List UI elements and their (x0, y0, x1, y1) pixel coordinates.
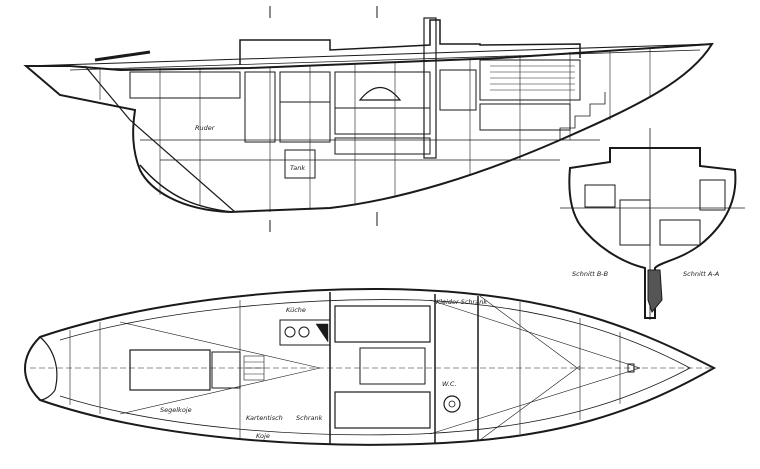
cockpit (129, 349, 211, 391)
label-cupboard: Schrank (296, 414, 323, 422)
label-tank: Tank (290, 164, 305, 172)
section-keel-ballast (647, 269, 663, 314)
mast (423, 17, 437, 159)
cabin-trunk (239, 19, 581, 65)
saloon-table (359, 347, 426, 385)
settee-port (334, 305, 431, 343)
label-wardrobe: Kleider Schrank (436, 298, 487, 306)
keel-outline (139, 164, 233, 213)
label-galley: Küche (286, 306, 306, 314)
side-elevation (23, 6, 714, 232)
settee-starboard (334, 391, 431, 429)
plan-hull-outline (24, 288, 717, 446)
tiller (94, 50, 151, 62)
plan-view (24, 288, 717, 446)
hull-profile-outline (23, 42, 714, 214)
section-hull-outline (568, 147, 737, 319)
label-bunk: Koje (256, 432, 270, 440)
wc-bowl (443, 395, 461, 413)
label-section-b: Schnitt A-A (683, 270, 719, 278)
label-chart-table: Kartentisch (246, 414, 283, 422)
label-sail-locker: Segelkoje (160, 406, 192, 414)
cross-section (560, 128, 745, 320)
label-section-a: Schnitt B-B (572, 270, 609, 278)
label-wc: W.C. (442, 380, 457, 388)
label-rudder: Ruder (195, 124, 216, 132)
